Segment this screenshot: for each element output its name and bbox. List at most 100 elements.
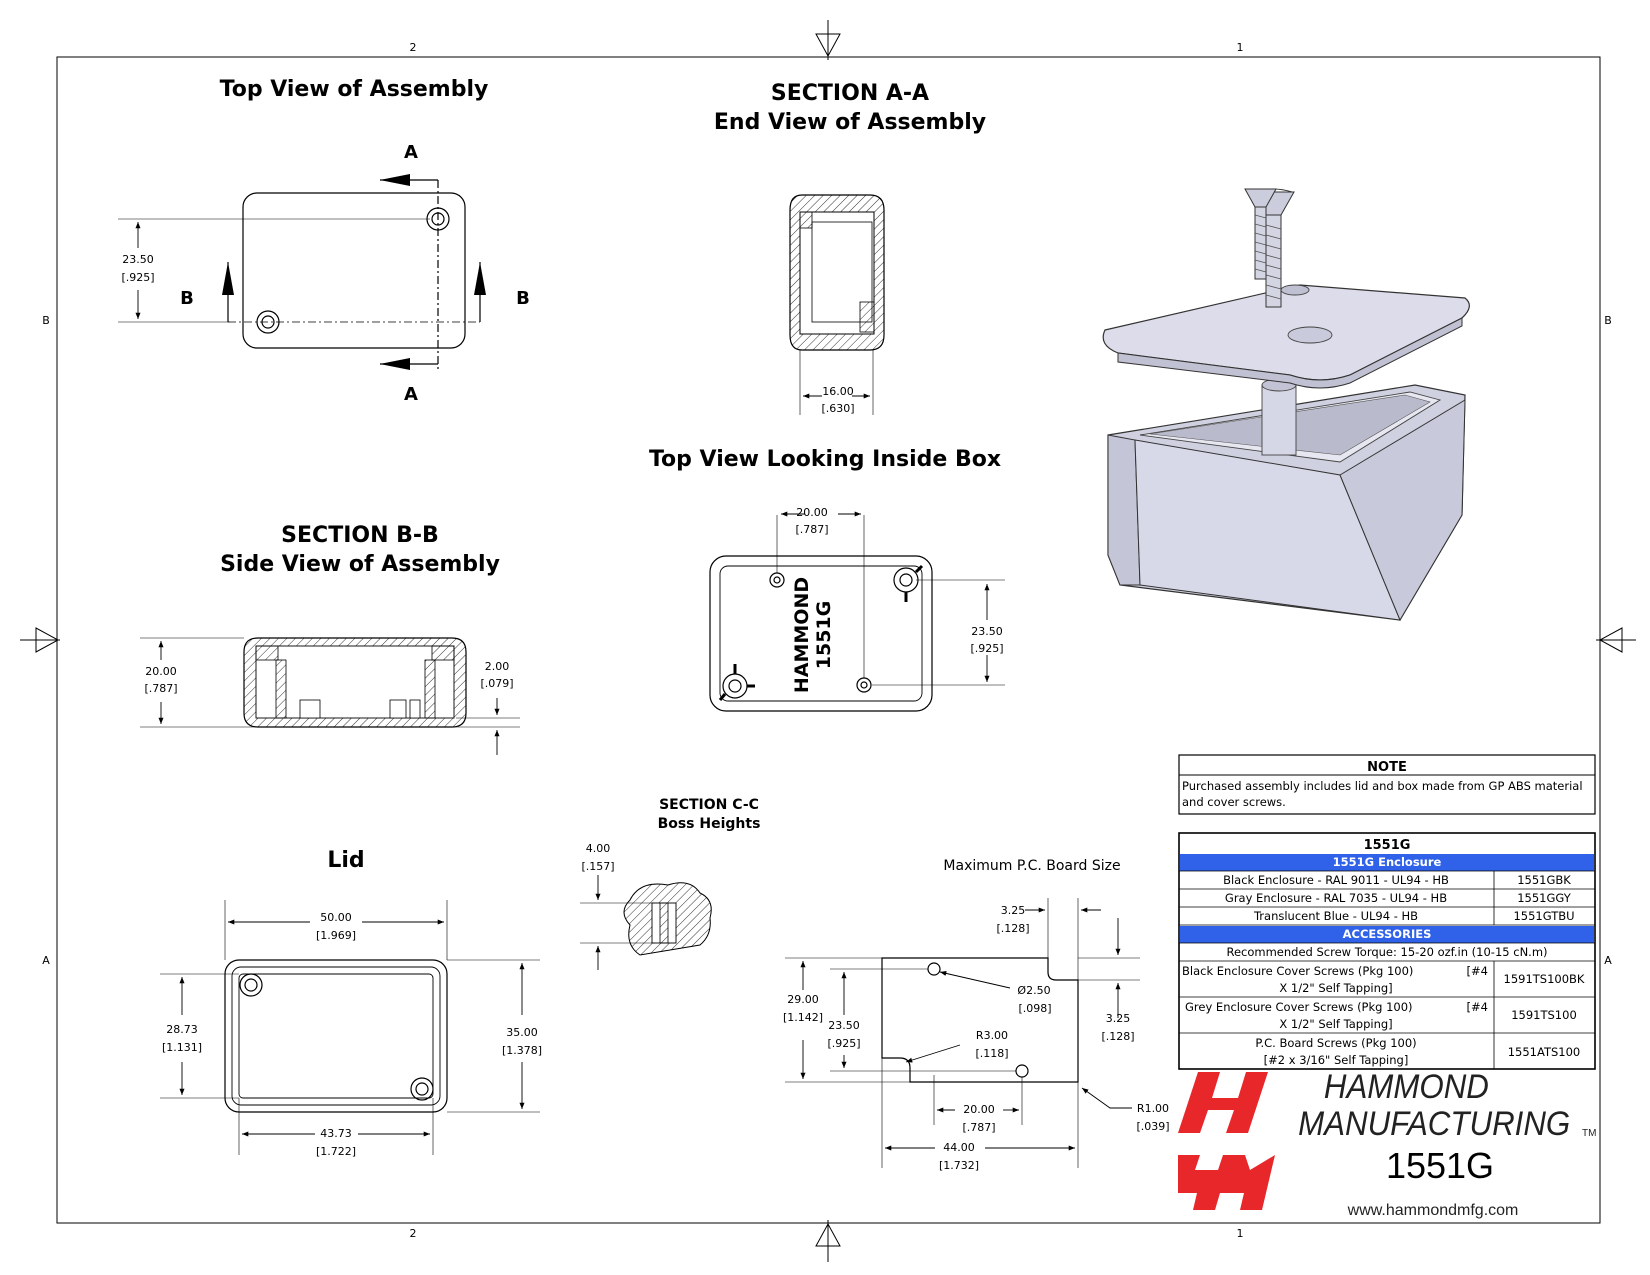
title-section-cc-sub: Boss Heights [658, 816, 761, 832]
marker-a-bottom: A [404, 384, 418, 405]
brand-trademark: TM [1582, 1128, 1596, 1139]
dim-top-view-height-in: [.925] [121, 271, 154, 284]
table-cell-part: 1591TS100BK [1504, 972, 1585, 986]
zone-row-lower-left: A [42, 954, 50, 967]
table-cell-desc-line2: X 1/2" Self Tapping] [1279, 1017, 1392, 1031]
note-box: NOTE Purchased assembly includes lid and… [1178, 754, 1596, 815]
brand-manufacturing: MANUFACTURING [1298, 1104, 1570, 1143]
dim-section-bb-wall-in: [.079] [480, 677, 513, 690]
table-row-enclosure-2: Gray Enclosure - RAL 7035 - UL94 - HB 15… [1225, 891, 1572, 905]
note-heading: NOTE [1367, 760, 1407, 775]
table-cell-desc-line2: [#2 x 3/16" Self Tapping] [1264, 1053, 1409, 1067]
title-lid: Lid [327, 848, 364, 873]
table-cell-part: 1551GBK [1517, 873, 1571, 887]
title-section-bb: SECTION B-B [281, 523, 439, 548]
table-cell-desc: Grey Enclosure Cover Screws (Pkg 100) [1185, 1000, 1413, 1014]
dim-pcb-radius-large-in: [.118] [975, 1047, 1008, 1060]
dim-section-aa-width-mm: 16.00 [822, 385, 854, 398]
section-arrows-bb [222, 262, 486, 322]
table-row-enclosure-3: Translucent Blue - UL94 - HB 1551GTBU [1253, 909, 1575, 923]
dim-inside-box-height-in: [.925] [970, 642, 1003, 655]
dim-section-cc-height-in: [.157] [581, 860, 614, 873]
title-inside-box: Top View Looking Inside Box [649, 447, 1001, 472]
section-arrows-aa [380, 174, 438, 370]
brand-name: HAMMOND [1324, 1067, 1489, 1106]
dim-pcb-hole-spacing-mm: 23.50 [828, 1019, 860, 1032]
dim-lid-height-mm: 28.73 [166, 1023, 198, 1036]
title-section-aa: SECTION A-A [771, 81, 929, 106]
dim-section-bb-height-in: [.787] [144, 682, 177, 695]
table-row-accessory-3: P.C. Board Screws (Pkg 100) [#2 x 3/16" … [1255, 1036, 1580, 1067]
table-section-enclosure: 1551G Enclosure [1333, 855, 1442, 869]
dim-top-view-height-mm: 23.50 [122, 253, 154, 266]
dim-pcb-hole-pitch-in: [.787] [962, 1121, 995, 1134]
note-line-1: Purchased assembly includes lid and box … [1182, 779, 1583, 793]
table-cell-desc-suffix: [#4 [1467, 1000, 1488, 1014]
inside-box-label: HAMMOND 1551G [791, 577, 835, 693]
dim-lid-width-in: [1.969] [316, 929, 356, 942]
dim-pcb-height-in: [1.142] [783, 1011, 823, 1024]
table-cell-desc-suffix: [#4 [1467, 964, 1488, 978]
table-cell-desc: Black Enclosure Cover Screws (Pkg 100) [1182, 964, 1413, 978]
brand-url: www.hammondmfg.com [1347, 1202, 1519, 1219]
section-bb-view [140, 637, 520, 755]
dim-pcb-width-mm: 44.00 [943, 1141, 975, 1154]
table-section-accessories-bar [1180, 926, 1594, 943]
section-aa-view [789, 194, 885, 415]
table-torque: Recommended Screw Torque: 15-20 ozf.in (… [1226, 945, 1547, 959]
table-cell-desc: Translucent Blue - UL94 - HB [1253, 909, 1418, 923]
parts-table: 1551G 1551G Enclosure Black Enclosure - … [1178, 832, 1596, 1070]
isometric-assembly-view [1102, 188, 1470, 622]
dim-pcb-notch-width-in: [.128] [996, 922, 1029, 935]
inside-box-view [709, 511, 1005, 712]
dim-pcb-radius-large-mm: R3.00 [976, 1029, 1008, 1042]
zone-row-upper-right: B [1604, 314, 1612, 327]
dim-pcb-hole-diameter-in: [.098] [1018, 1002, 1051, 1015]
inside-box-label-model: 1551G [813, 601, 835, 669]
zone-col-left-top: 2 [410, 41, 417, 54]
dim-lid-outer-height-mm: 35.00 [506, 1026, 538, 1039]
dim-lid-outer-height-in: [1.378] [502, 1044, 542, 1057]
diameter-symbol: Ø [1017, 984, 1026, 997]
title-top-view: Top View of Assembly [220, 77, 489, 102]
dim-section-bb-height-mm: 20.00 [145, 665, 177, 678]
title-section-bb-sub: Side View of Assembly [220, 552, 500, 577]
section-cc-view [580, 875, 712, 970]
table-cell-part: 1551ATS100 [1508, 1045, 1581, 1059]
zone-col-left-bottom: 2 [410, 1227, 417, 1240]
dim-inside-box-width-mm: 20.00 [796, 506, 828, 519]
table-section-accessories: ACCESSORIES [1343, 927, 1432, 941]
dim-lid-height-in: [1.131] [162, 1041, 202, 1054]
dim-pcb-hole-pitch-mm: 20.00 [963, 1103, 995, 1116]
table-cell-desc: Gray Enclosure - RAL 7035 - UL94 - HB [1225, 891, 1447, 905]
title-section-cc: SECTION C-C [659, 797, 759, 813]
dim-inside-box-width-in: [.787] [795, 523, 828, 536]
table-row-enclosure-1: Black Enclosure - RAL 9011 - UL94 - HB 1… [1223, 873, 1571, 887]
dim-pcb-notch-width-mm: 3.25 [1001, 904, 1026, 917]
marker-b-left: B [180, 288, 194, 309]
marker-b-right: B [516, 288, 530, 309]
table-cell-part: 1591TS100 [1511, 1008, 1577, 1022]
brand-model: 1551G [1386, 1145, 1494, 1186]
note-line-2: and cover screws. [1182, 795, 1286, 809]
zone-row-lower-right: A [1604, 954, 1612, 967]
dim-pcb-radius-small-mm: R1.00 [1137, 1102, 1169, 1115]
dim-top-view-height [118, 218, 430, 323]
dim-pcb-notch-depth-mm: 3.25 [1106, 1012, 1131, 1025]
lid-view [160, 900, 540, 1155]
zone-row-upper-left: B [42, 314, 50, 327]
dim-lid-inner-width-mm: 43.73 [320, 1127, 352, 1140]
table-cell-desc: P.C. Board Screws (Pkg 100) [1255, 1036, 1416, 1050]
marker-a-top: A [404, 142, 418, 163]
table-cell-part: 1551GTBU [1513, 909, 1574, 923]
dim-section-cc-height-mm: 4.00 [586, 842, 611, 855]
dim-section-bb-wall-mm: 2.00 [485, 660, 510, 673]
dim-inside-box-height-mm: 23.50 [971, 625, 1003, 638]
dim-pcb-hole-diameter-value: 2.50 [1026, 984, 1051, 997]
dim-pcb-height-mm: 29.00 [787, 993, 819, 1006]
dim-pcb-hole-diameter-mm: Ø2.50 [1017, 984, 1050, 997]
title-section-aa-sub: End View of Assembly [714, 110, 986, 135]
dim-lid-width-mm: 50.00 [320, 911, 352, 924]
dim-pcb-hole-spacing-in: [.925] [827, 1037, 860, 1050]
